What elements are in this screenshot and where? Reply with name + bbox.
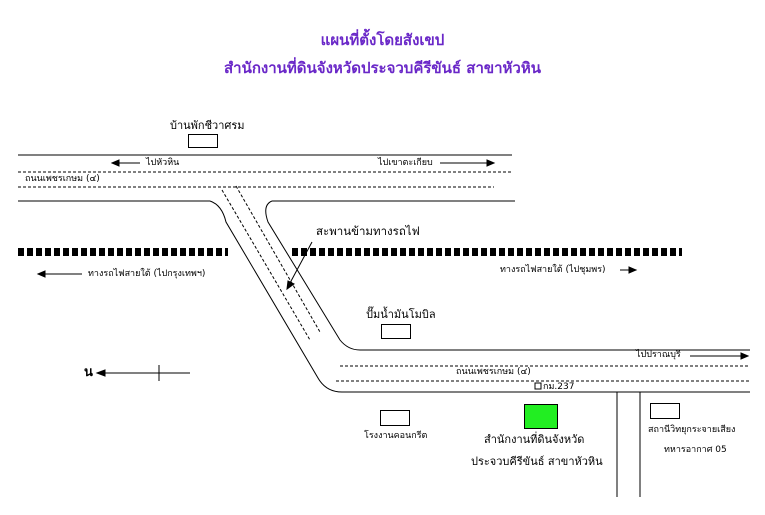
arrow-to-pranburi [690, 352, 750, 360]
label-road-upper: ถนนเพชรเกษม (๔) [25, 174, 100, 184]
label-km-marker: กม.237 [543, 382, 575, 392]
map-subtitle: สำนักงานที่ดินจังหวัดประจวบคีรีขันธ์ สาข… [223, 59, 541, 77]
label-rail-right: ทางรถไฟสายใต้ (ไปชุมพร) [500, 265, 606, 275]
arrow-to-khao-takiap [440, 159, 496, 167]
radio-station-building [650, 403, 680, 419]
connector-road-dash-1 [221, 189, 311, 341]
concrete-plant-building [380, 410, 410, 426]
map-title: แผนที่ตั้งโดยสังเขป [320, 31, 445, 49]
connector-road-dash-2 [235, 185, 321, 333]
north-arrow [95, 365, 190, 381]
label-to-khao-takiap: ไปเขาตะเกียบ [378, 158, 433, 168]
label-resort: บ้านพักชีวาศรม [170, 119, 245, 132]
resort-building [188, 134, 218, 148]
arrow-rail-left [36, 270, 82, 278]
arrow-to-hua-hin [110, 159, 140, 167]
north-label: น [84, 365, 93, 380]
connector-road-right-edge [265, 200, 750, 351]
label-office-line1: สำนักงานที่ดินจังหวัด [484, 433, 585, 446]
label-bridge: สะพานข้ามทางรถไฟ [316, 224, 420, 238]
label-rail-left: ทางรถไฟสายใต้ (ไปกรุงเทพฯ) [88, 269, 206, 279]
gas-station-building [381, 324, 411, 339]
label-concrete-plant: โรงงานคอนกรีต [364, 431, 428, 441]
label-road-lower: ถนนเพชรเกษม (๔) [456, 367, 531, 377]
label-gas-station: ปั๊มน้ำมันโมบิล [366, 308, 436, 321]
label-to-hua-hin: ไปหัวหิน [146, 158, 180, 168]
bridge-pointer-arrow [286, 241, 313, 291]
label-office-line2: ประจวบคีรีขันธ์ สาขาหัวหิน [471, 455, 603, 468]
km-marker-square [534, 382, 542, 390]
arrow-rail-right [620, 266, 638, 274]
label-to-pranburi: ไปปราณบุรี [636, 350, 681, 360]
label-radio-line2: ทหารอากาศ 05 [664, 445, 727, 455]
label-radio-line1: สถานีวิทยุกระจายเสียง [648, 425, 736, 435]
land-office-marker [524, 404, 558, 429]
connector-road-left-edge [209, 200, 750, 393]
